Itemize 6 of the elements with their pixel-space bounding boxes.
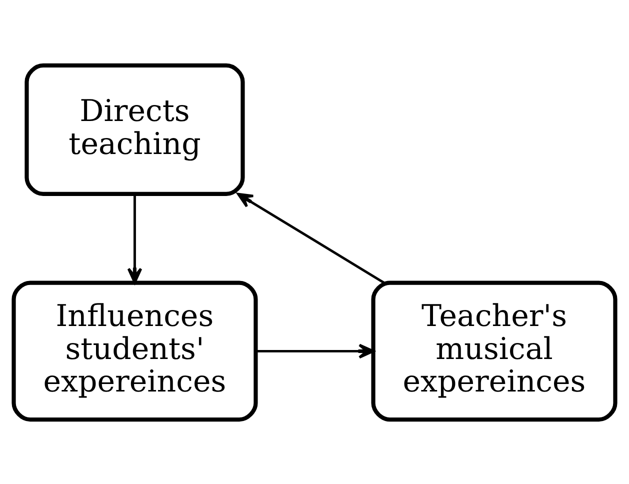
arrow bbox=[127, 194, 142, 284]
node-box: Teacher's musical expereinces bbox=[371, 280, 618, 422]
arrow bbox=[237, 192, 385, 284]
arrow bbox=[256, 343, 374, 358]
node-box: Influences students' expereinces bbox=[12, 280, 258, 422]
node-box: Directs teaching bbox=[24, 62, 245, 196]
